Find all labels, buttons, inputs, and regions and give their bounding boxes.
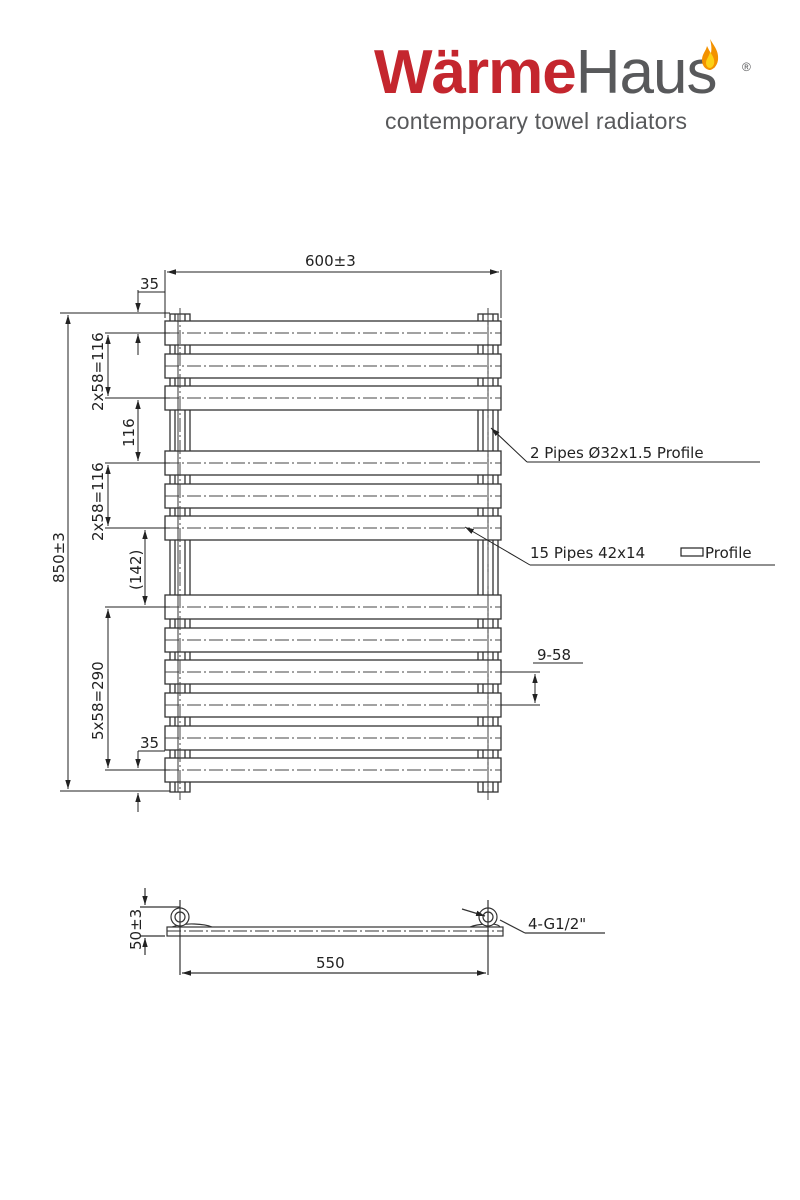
bottom-offset-dimension: 35 xyxy=(140,734,159,752)
connections-note: 4-G1/2" xyxy=(528,915,586,933)
horizontal-pipes-note-suffix: Profile xyxy=(705,544,752,562)
flame-icon xyxy=(702,39,719,70)
registered-mark: ® xyxy=(742,60,751,74)
brand-tagline: contemporary towel radiators xyxy=(385,108,688,134)
side-view xyxy=(140,888,605,976)
front-dimensions xyxy=(60,269,775,812)
side-labels: 50±3 550 4-G1/2" xyxy=(127,909,586,972)
brand-name-part1: Wärme xyxy=(374,38,577,107)
rectangular-profile-icon xyxy=(680,547,704,557)
brand-logo: WärmeHaus ® contemporary towel radiators xyxy=(374,39,774,142)
width-dimension: 600±3 xyxy=(305,252,356,270)
height-dimension: 850±3 xyxy=(50,532,68,583)
horizontal-pipes-note: 15 Pipes 42x14 xyxy=(530,544,645,562)
top-offset-dimension: 35 xyxy=(140,275,159,293)
gap1-dimension: 116 xyxy=(120,418,138,447)
front-labels: 600±3 35 850±3 2x58=116 116 2x58=116 (14… xyxy=(50,252,752,752)
vertical-pipes-note: 2 Pipes Ø32x1.5 Profile xyxy=(530,444,704,462)
gap2-dimension: (142) xyxy=(127,550,145,590)
horizontal-bars xyxy=(164,320,502,783)
brand-name: WärmeHaus xyxy=(374,42,717,104)
pitch-dimension: 9-58 xyxy=(537,646,571,664)
front-view xyxy=(164,308,502,800)
centres-dimension: 550 xyxy=(316,954,345,972)
group1-spacing-dimension: 2x58=116 xyxy=(89,332,107,411)
group3-spacing-dimension: 5x58=290 xyxy=(89,661,107,740)
depth-dimension: 50±3 xyxy=(127,909,145,950)
group2-spacing-dimension: 2x58=116 xyxy=(89,462,107,541)
brand-name-part2: Haus xyxy=(575,38,718,107)
